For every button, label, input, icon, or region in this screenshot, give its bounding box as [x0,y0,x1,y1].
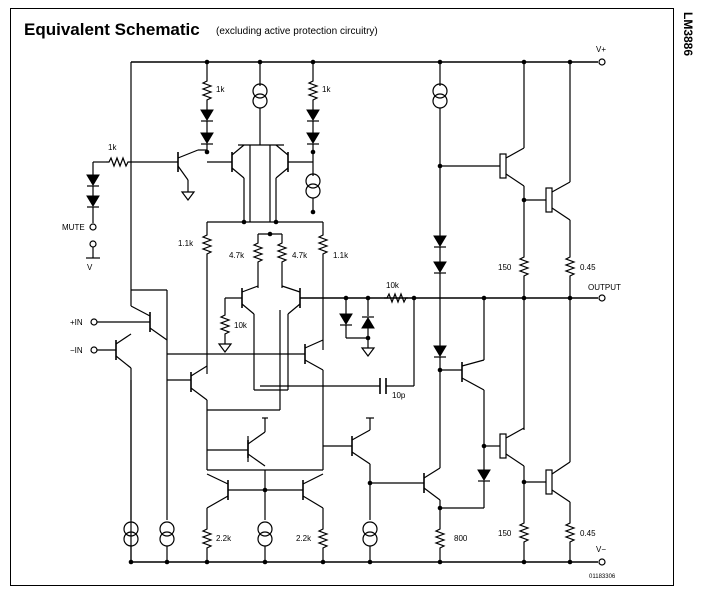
r-10k-ground-label: 10k [234,321,248,330]
v-minus-small-label: V [87,263,93,272]
r-left-1k1-label: 1.1k [178,239,194,248]
page-subtitle: (excluding active protection circuitry) [216,26,378,37]
input-pins: +IN −IN [70,289,305,520]
top-center-current-source [238,62,284,146]
r-150-bottom-label: 150 [498,529,512,538]
part-number-label: LM3886 [681,12,695,57]
r-mute-label: 1k [108,143,117,152]
output-label: OUTPUT [588,283,621,292]
doc-code-label: 01183306 [589,574,616,580]
r-22k-right-label: 2.2k [296,534,312,543]
r-10k-feedback-label: 10k [386,281,400,290]
r-150-top-label: 150 [498,263,512,272]
in-plus-label: +IN [70,318,83,327]
r-045-bottom-label: 0.45 [580,529,596,538]
supply-rails [130,61,598,563]
vplus-label: V+ [596,45,606,54]
vminus-pin: V− [596,545,606,566]
r-47k-right-label: 4.7k [292,251,308,260]
output-darlington-top: 150 0.45 [498,62,596,301]
page-frame [10,8,674,586]
page-title: Equivalent Schematic [24,20,200,39]
bottom-current-sources [123,380,175,562]
input-stage-transistors [207,144,313,222]
output-pin: OUTPUT [300,283,621,302]
r-800-label: 800 [454,534,468,543]
in-minus-label: −IN [70,346,83,355]
top-left-bias-branch: 1k [200,62,225,155]
r-22k-left-label: 2.2k [216,534,232,543]
compensation-capacitor: 10p [260,298,415,400]
r-045-top-label: 0.45 [580,263,596,272]
mirror-transistors [167,310,324,470]
load-resistors: 1.1k 1.1k 4.7k 4.7k [178,219,349,374]
second-stage-transistors: 10k [218,285,301,391]
vas-stage: 800 [323,417,484,562]
r-top-right-label: 1k [322,85,331,94]
vminus-label: V− [596,545,606,554]
output-bias-chain [432,62,500,508]
r-top-left-label: 1k [216,85,225,94]
output-darlington-bottom: 150 0.45 [498,298,596,562]
vplus-pin: V+ [596,45,606,66]
feedback-network: 10k [339,281,417,357]
lower-current-mirror: 2.2k 2.2k [202,417,328,562]
mute-circuit: 1k MUTE V [62,143,207,272]
c-comp-label: 10p [392,391,406,400]
r-47k-left-label: 4.7k [229,251,245,260]
top-right-bias-branch: 1k [305,62,331,215]
mute-label: MUTE [62,223,85,232]
r-right-1k1-label: 1.1k [333,251,349,260]
